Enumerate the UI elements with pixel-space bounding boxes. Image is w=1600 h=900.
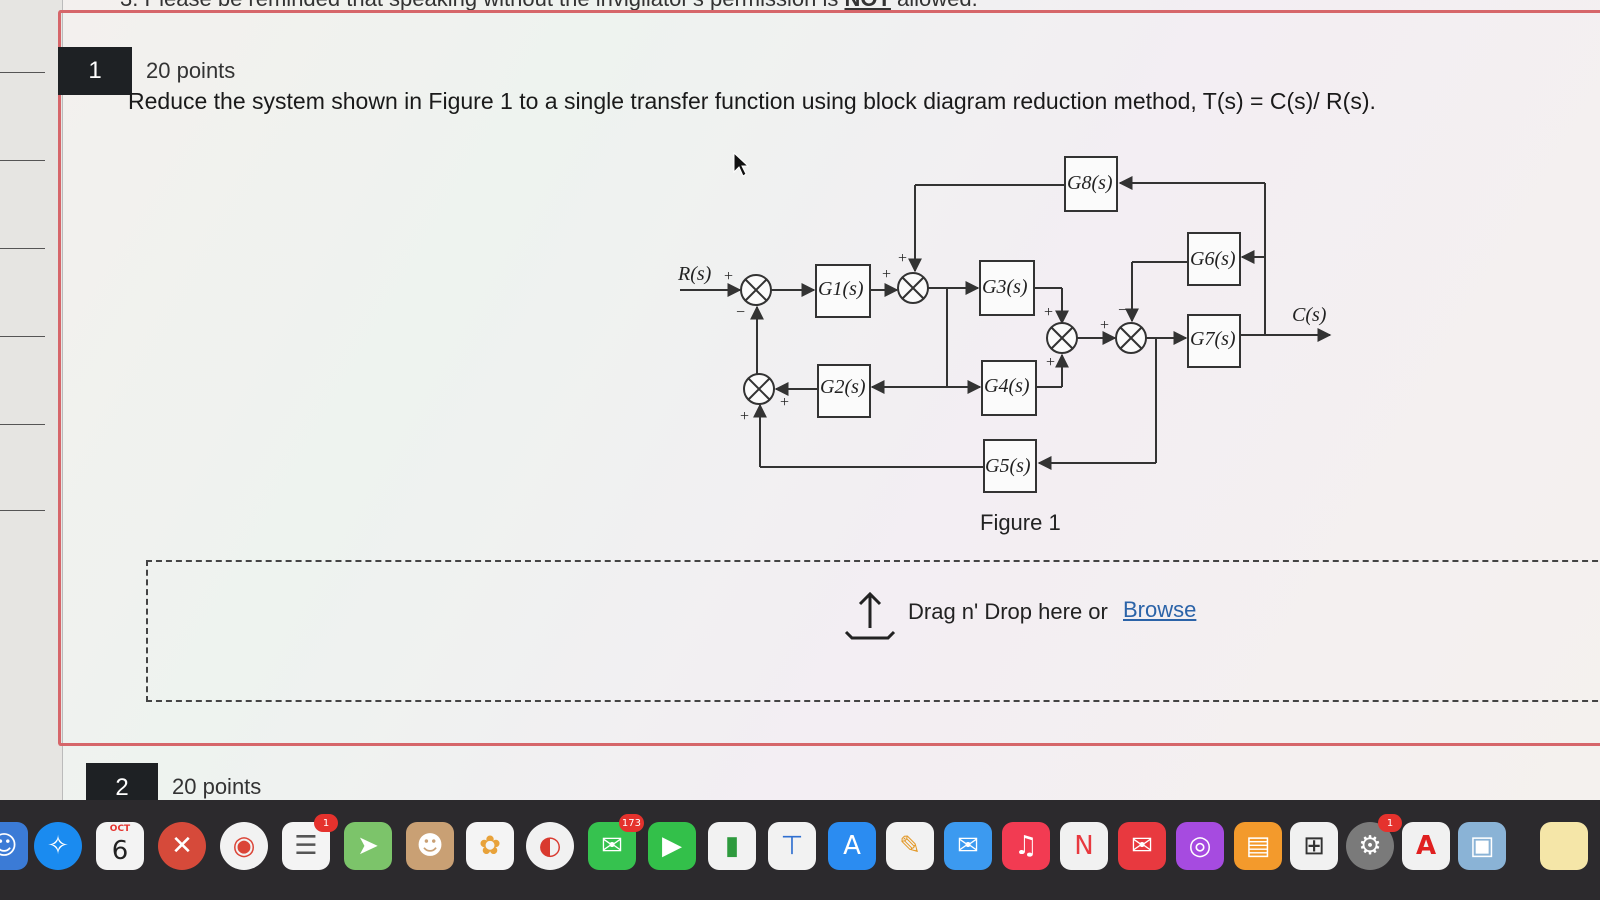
question-points: 20 points: [146, 58, 236, 83]
mouse-pointer-icon: [733, 152, 749, 177]
svg-text:+: +: [1046, 354, 1055, 371]
reminder-emphasis: NOT: [844, 0, 890, 11]
remote-desktop-icon[interactable]: ✕: [158, 822, 206, 870]
music-icon[interactable]: ♫: [1002, 822, 1050, 870]
rail-divider: [0, 424, 45, 425]
photos-icon[interactable]: ✿: [466, 822, 514, 870]
system-preferences-icon[interactable]: ⚙1: [1346, 814, 1402, 870]
g1-label: G1(s): [818, 278, 864, 300]
left-navigation-rail: [0, 0, 63, 820]
block-g4: [981, 360, 1037, 416]
block-g3: [979, 260, 1035, 316]
block-g1: [815, 264, 871, 318]
calendar-month: OCT: [109, 824, 131, 834]
podcasts-icon[interactable]: ◎: [1176, 822, 1224, 870]
upload-icon: [844, 591, 896, 640]
g7-label: G7(s): [1190, 328, 1236, 350]
reminders-badge: 1: [314, 814, 338, 832]
svg-text:+: +: [1100, 317, 1109, 334]
block-diagram-svg: +− ++ ++ +−: [677, 156, 1332, 493]
exam-reminder: 3. Please be reminded that speaking with…: [120, 0, 978, 12]
notes-icon[interactable]: [1540, 822, 1588, 870]
svg-text:+: +: [780, 394, 789, 411]
block-g5: [983, 439, 1037, 493]
svg-text:+: +: [1044, 304, 1053, 321]
g2-label: G2(s): [820, 376, 866, 398]
rail-divider: [0, 510, 45, 511]
exam-page-background: [0, 0, 1600, 800]
block-g6: [1187, 232, 1241, 286]
chrome-icon[interactable]: ◉: [220, 822, 268, 870]
input-label: R(s): [677, 263, 712, 285]
pages-icon[interactable]: ✎: [886, 822, 934, 870]
airmail-icon[interactable]: ✉: [1118, 822, 1166, 870]
g6-label: G6(s): [1190, 248, 1236, 270]
g4-label: G4(s): [984, 375, 1030, 397]
svg-text:+: +: [740, 408, 749, 425]
block-g7: [1187, 314, 1241, 368]
finder-icon[interactable]: ☺: [0, 822, 28, 870]
question-2-points: 20 points: [172, 774, 262, 799]
facetime-icon[interactable]: ▶: [648, 822, 696, 870]
question-text: Reduce the system shown in Figure 1 to a…: [128, 88, 1376, 114]
app-folder-icon[interactable]: ⊞: [1290, 822, 1338, 870]
output-label: C(s): [1292, 304, 1327, 326]
calendar-day: 6: [111, 836, 129, 866]
block-diagram-figure: +− ++ ++ +−: [660, 145, 1360, 505]
svg-text:−: −: [1118, 302, 1127, 319]
reminder-prefix: 3. Please be reminded that speaking with…: [120, 0, 844, 11]
calendar-icon[interactable]: OCT 6: [96, 822, 144, 870]
messages-badge: 173: [618, 814, 644, 832]
reminders-icon[interactable]: ☰1: [282, 814, 338, 870]
messages-icon[interactable]: ✉173: [588, 814, 644, 870]
rail-divider: [0, 248, 45, 249]
app-store-icon[interactable]: A: [828, 822, 876, 870]
g8-label: G8(s): [1067, 172, 1113, 194]
rail-divider: [0, 336, 45, 337]
maps-icon[interactable]: ➤: [344, 822, 392, 870]
acrobat-icon[interactable]: A: [1402, 822, 1450, 870]
drop-instructions: Drag n' Drop here or: [908, 599, 1108, 624]
svg-text:+: +: [898, 250, 907, 267]
rail-divider: [0, 72, 45, 73]
block-g8: [1064, 156, 1118, 212]
svg-text:+: +: [882, 266, 891, 283]
figure-caption: Figure 1: [980, 510, 1061, 535]
file-drop-zone[interactable]: [146, 560, 1600, 702]
numbers-icon[interactable]: ▮: [708, 822, 756, 870]
question-number-badge: 1: [58, 47, 132, 95]
browse-link[interactable]: Browse: [1123, 597, 1197, 622]
reminder-suffix: allowed.: [891, 0, 978, 11]
contacts-icon[interactable]: ☻: [406, 822, 454, 870]
svg-text:+: +: [724, 268, 733, 285]
unknown-app-icon[interactable]: ◐: [526, 822, 574, 870]
g5-label: G5(s): [985, 455, 1031, 477]
preview-icon[interactable]: ▣: [1458, 822, 1506, 870]
block-g2: [817, 364, 871, 418]
safari-icon[interactable]: ✧: [34, 822, 82, 870]
g3-label: G3(s): [982, 276, 1028, 298]
books-icon[interactable]: ▤: [1234, 822, 1282, 870]
news-icon[interactable]: N: [1060, 822, 1108, 870]
rail-divider: [0, 160, 45, 161]
keynote-icon[interactable]: ⊤: [768, 822, 816, 870]
svg-text:−: −: [736, 304, 745, 321]
settings-badge: 1: [1378, 814, 1402, 832]
question-1-card: [58, 10, 1600, 746]
mail-icon[interactable]: ✉: [944, 822, 992, 870]
